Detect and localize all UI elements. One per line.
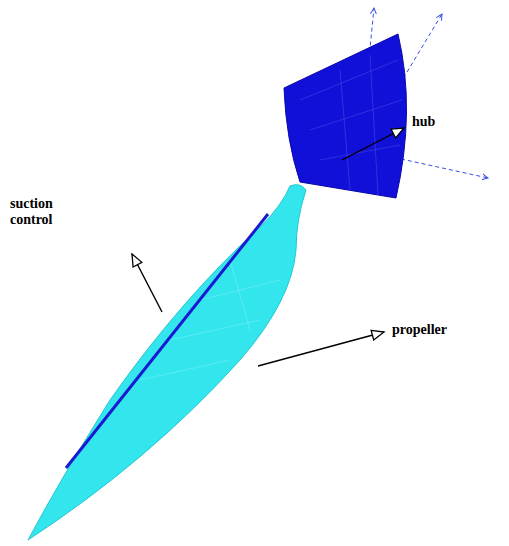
- part-label: suction control: [10, 196, 85, 228]
- propeller-blade: [28, 185, 306, 540]
- leader-arrows: [132, 128, 404, 366]
- hub-mesh: [300, 55, 402, 195]
- blade-mesh: [140, 260, 280, 380]
- hub-shape: [284, 34, 407, 198]
- suction-control-line: [66, 214, 268, 468]
- part-label: hub: [412, 114, 472, 130]
- part-label: propeller: [392, 322, 492, 338]
